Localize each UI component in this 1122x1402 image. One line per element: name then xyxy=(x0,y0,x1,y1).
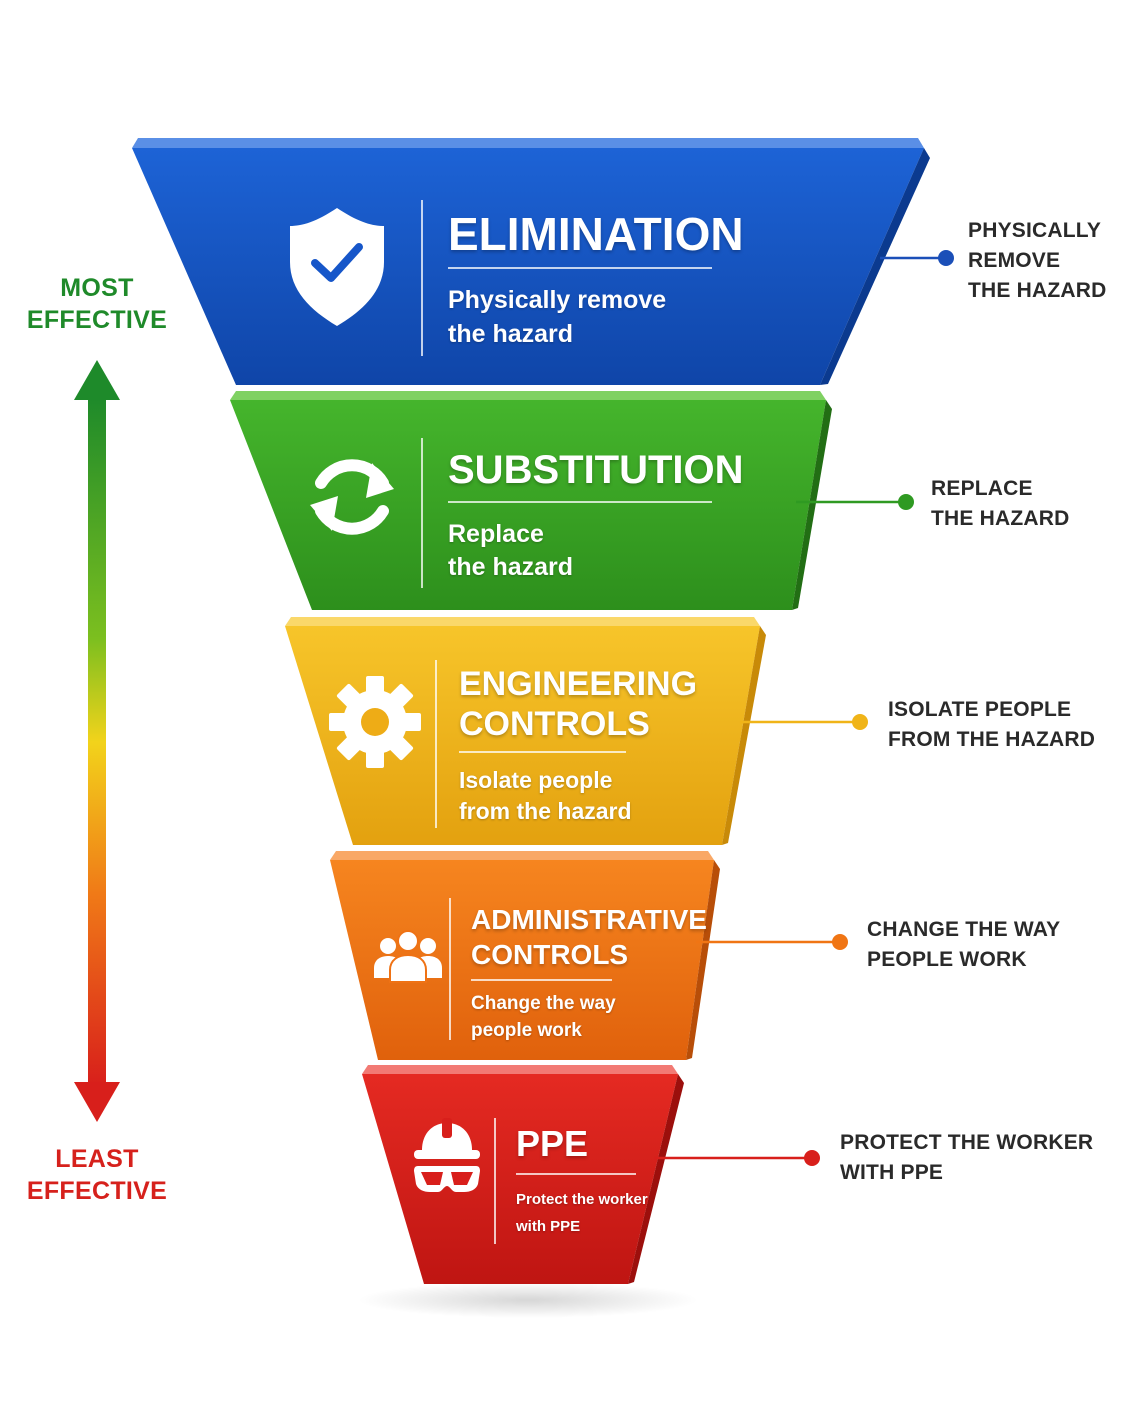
gear-icon xyxy=(329,676,421,768)
tier-elimination-block xyxy=(132,138,954,385)
tier-engineering-controls-block xyxy=(285,617,868,845)
callout-substitution: REPLACE THE HAZARD xyxy=(931,477,1070,530)
shield-check-icon xyxy=(290,208,384,326)
tier-title-administrative-controls: ADMINISTRATIVE CONTROLS xyxy=(471,904,707,970)
most-effective-label: MOST EFFECTIVE xyxy=(26,274,168,334)
tier-title-substitution: SUBSTITUTION xyxy=(448,448,744,492)
tier-administrative-controls-block xyxy=(330,851,848,1060)
tier-description-substitution: Replace the hazard xyxy=(448,520,574,581)
least-effective-label: LEAST EFFECTIVE xyxy=(26,1145,168,1205)
callout-ppe: PROTECT THE WORKER WITH PPE xyxy=(840,1131,1094,1184)
floor-shadow xyxy=(358,1282,698,1318)
tier-substitution-block xyxy=(230,391,914,610)
callout-elimination: PHYSICALLY REMOVE THE HAZARD xyxy=(968,219,1107,302)
tier-title-engineering-controls: ENGINEERING CONTROLS xyxy=(459,665,698,743)
callout-engineering-controls: ISOLATE PEOPLE FROM THE HAZARD xyxy=(888,698,1096,751)
tier-title-ppe: PPE xyxy=(516,1123,589,1164)
tier-description-administrative-controls: Change the way people work xyxy=(471,993,616,1041)
callout-administrative-controls: CHANGE THE WAY PEOPLE WORK xyxy=(867,918,1061,971)
hard-hat-goggles-icon xyxy=(414,1118,480,1192)
tier-description-elimination: Physically remove the hazard xyxy=(448,286,667,348)
tier-description-engineering-controls: Isolate people from the hazard xyxy=(459,767,632,824)
refresh-arrows-icon xyxy=(310,459,394,535)
tier-description-ppe: Protect the worker with PPE xyxy=(516,1191,648,1235)
people-group-icon xyxy=(374,930,442,983)
tier-title-elimination: ELIMINATION xyxy=(448,208,744,260)
effectiveness-scale-arrow xyxy=(74,360,120,1122)
